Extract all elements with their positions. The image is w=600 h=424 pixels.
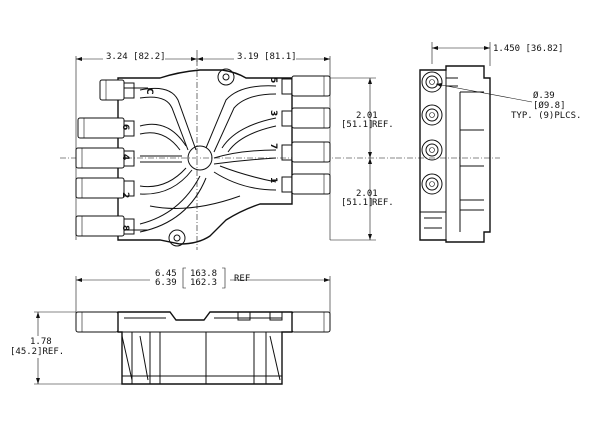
dim-height-mm: [45.2]REF. <box>10 347 64 357</box>
right-posts <box>281 75 331 195</box>
dim-upper-pitch: 2.01 <box>356 111 378 121</box>
dim-left-width: 3.24 [82.2] <box>106 52 166 62</box>
dim-side-depth: 1.450 [36.82] <box>493 44 563 54</box>
hole-dia-mm: [Ø9.8] <box>533 100 566 111</box>
terminal-label-6: 6 <box>120 124 130 130</box>
internal-runners <box>139 85 277 233</box>
terminal-label-5: 5 <box>268 77 278 83</box>
terminal-label-1: 1 <box>268 177 278 183</box>
terminal-label-8: 8 <box>120 225 130 231</box>
dim-lower-pitch-ref: REF. <box>372 198 394 208</box>
dim-width-max: 6.45 <box>155 269 177 279</box>
mount-boss-bottom <box>168 229 186 247</box>
terminal-label-4: 4 <box>120 154 130 160</box>
dim-right-width: 3.19 [81.1] <box>237 52 297 62</box>
dim-width-min: 6.39 <box>155 278 177 288</box>
center-terminal <box>187 145 213 171</box>
dim-width-ref: REF <box>234 274 250 284</box>
dim-upper-pitch-mm: [51.1] <box>341 120 374 130</box>
top-view: 3.24 [82.2] 3.19 [81.1] <box>60 50 395 250</box>
dim-width-min-mm: 162.3 <box>190 278 217 288</box>
dim-width-max-mm: 163.8 <box>190 269 217 279</box>
mount-boss-top <box>217 68 235 86</box>
hole-dia: Ø.39 <box>533 90 555 101</box>
dim-lower-pitch: 2.01 <box>356 189 378 199</box>
terminal-label-2: 2 <box>120 192 130 198</box>
dim-upper-pitch-ref: REF. <box>372 120 394 130</box>
dim-height: 1.78 <box>30 337 52 347</box>
dim-lower-pitch-mm: [51.1] <box>341 198 374 208</box>
hole-note: TYP. (9)PLCS. <box>511 111 581 121</box>
left-posts <box>75 79 135 237</box>
side-terminals <box>421 71 443 195</box>
terminal-label-3: 3 <box>268 110 278 116</box>
front-view: 6.45 6.39 163.8 162.3 REF 1.78 <box>6 267 331 385</box>
terminal-label-c: C <box>144 88 154 95</box>
side-view: 1.450 [36.82] Ø.39 [Ø9.8] TYP. (9)PLCS. <box>396 42 581 243</box>
terminal-label-7: 7 <box>268 143 278 149</box>
